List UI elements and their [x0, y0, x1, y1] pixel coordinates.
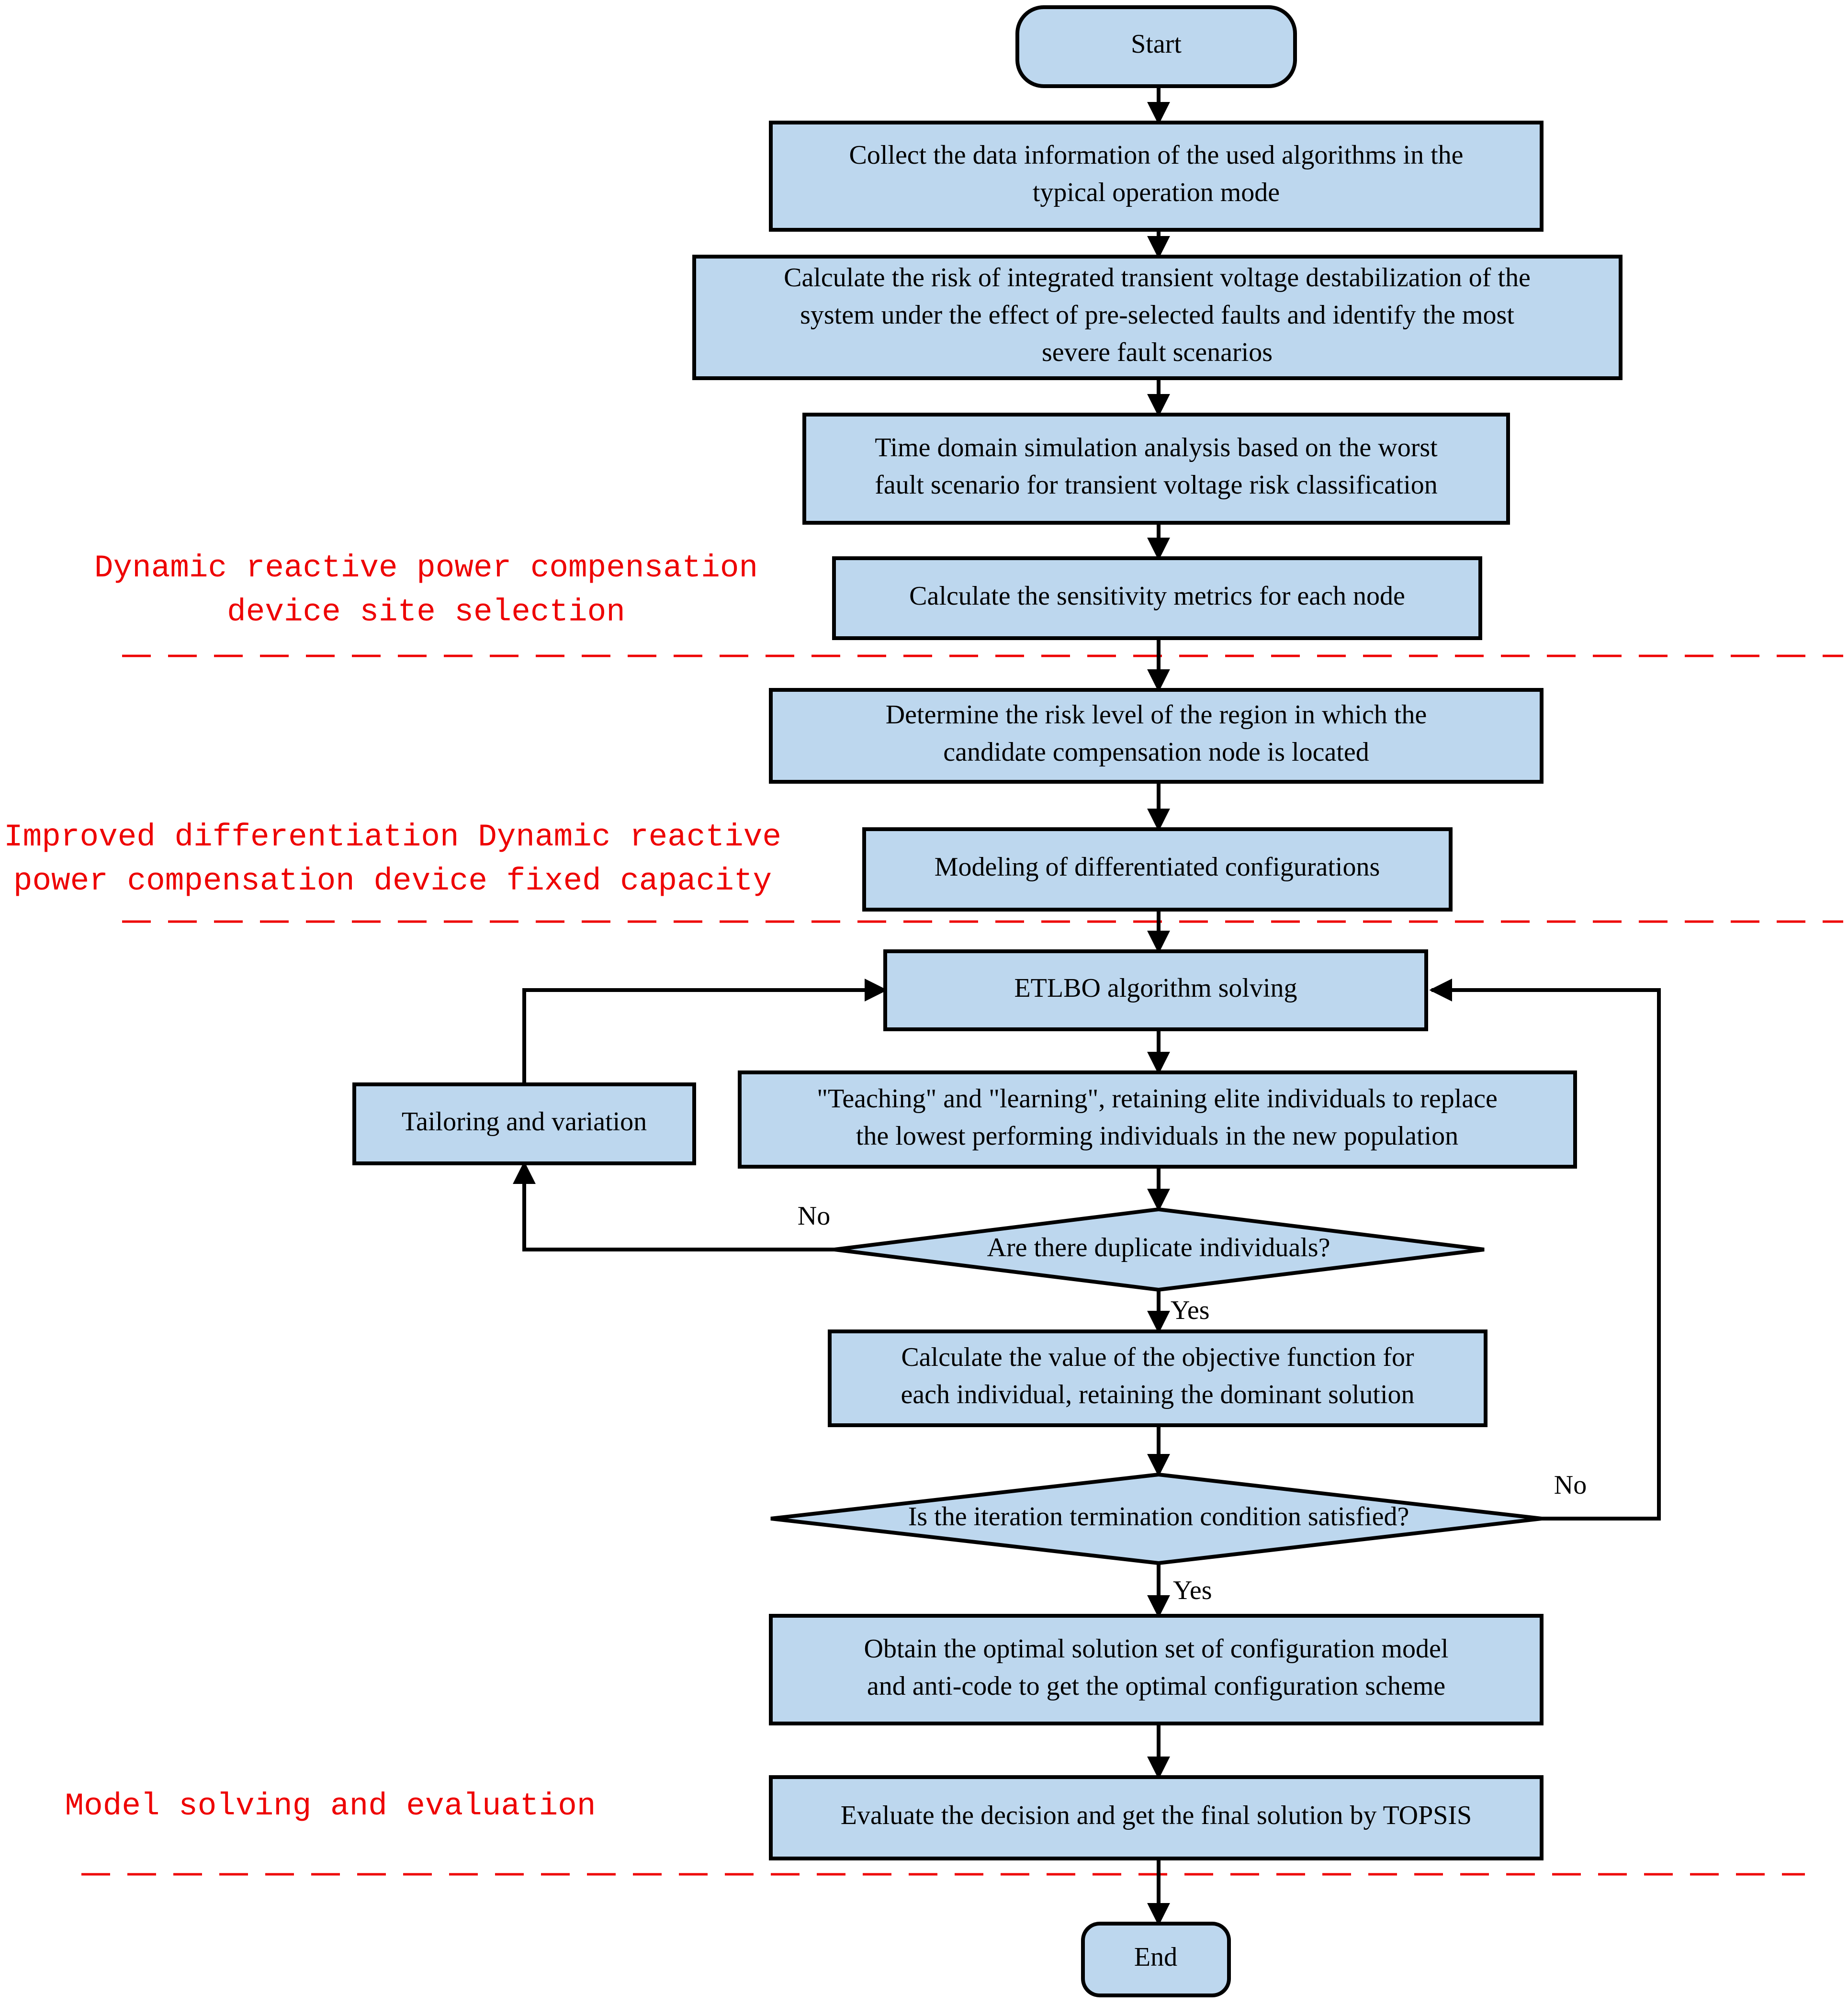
svg-text:Are there duplicate individual: Are there duplicate individuals?: [987, 1233, 1330, 1262]
edge-duplicate-tailoring: [513, 1161, 834, 1251]
node-calculate-risk[interactable]: Calculate the risk of integrated transie…: [692, 255, 1623, 380]
text-line: device site selection: [227, 594, 625, 630]
svg-text:Modeling of differentiated con: Modeling of differentiated configuration…: [935, 852, 1380, 882]
node-topsis-evaluation[interactable]: Evaluate the decision and get the final …: [769, 1775, 1544, 1860]
phase-site-selection: Dynamic reactive power compensation devic…: [94, 550, 758, 630]
text-line: "Teaching" and "learning", retaining eli…: [817, 1084, 1498, 1114]
text-line: each individual, retaining the dominant …: [901, 1380, 1414, 1409]
text-line: power compensation device fixed capacity: [13, 863, 772, 899]
text-line: Determine the risk level of the region i…: [886, 700, 1427, 730]
text-line: Improved differentiation Dynamic reactiv…: [4, 819, 781, 855]
svg-text:ETLBO algorithm solving: ETLBO algorithm solving: [1014, 973, 1297, 1003]
text-line: End: [1134, 1942, 1177, 1972]
svg-text:Calculate the risk of integrat: Calculate the risk of integrated transie…: [784, 263, 1531, 367]
edge-iteration-etlbo: [1429, 979, 1661, 1521]
text-line: Calculate the risk of integrated transie…: [784, 263, 1531, 293]
node-collect-data[interactable]: Collect the data information of the used…: [769, 121, 1544, 232]
label-duplicate-yes: Yes: [1171, 1295, 1209, 1325]
text-line: Model solving and evaluation: [65, 1788, 596, 1824]
svg-text:Calculate the sensitivity metr: Calculate the sensitivity metrics for ea…: [909, 581, 1405, 611]
text-line: and anti-code to get the optimal configu…: [867, 1671, 1445, 1701]
node-iteration-decision[interactable]: Is the iteration termination condition s…: [770, 1472, 1542, 1566]
edge-tailoring-etlbo: [522, 979, 888, 1084]
text-line: Is the iteration termination condition s…: [908, 1502, 1409, 1532]
node-teaching-learning[interactable]: "Teaching" and "learning", retaining eli…: [738, 1070, 1577, 1169]
phase-fixed-capacity: Improved differentiation Dynamic reactiv…: [4, 819, 781, 899]
phase-labels: Dynamic reactive power compensation devic…: [4, 550, 781, 1824]
label-iteration-yes: Yes: [1173, 1576, 1212, 1605]
text-line: candidate compensation node is located: [943, 737, 1369, 767]
svg-text:Start: Start: [1131, 29, 1182, 59]
node-sensitivity-metrics[interactable]: Calculate the sensitivity metrics for ea…: [832, 556, 1482, 640]
phase-model-solving: Model solving and evaluation: [65, 1788, 596, 1824]
edge-labels: No Yes No Yes: [798, 1201, 1587, 1605]
label-duplicate-no: No: [798, 1201, 830, 1231]
svg-text:"Teaching" and "learning", ret: "Teaching" and "learning", retaining eli…: [817, 1084, 1498, 1151]
label-iteration-no: No: [1554, 1470, 1587, 1500]
text-line: Collect the data information of the used…: [849, 140, 1463, 170]
separators: [81, 654, 1843, 1876]
text-line: Modeling of differentiated configuration…: [935, 852, 1380, 882]
text-line: Dynamic reactive power compensation: [94, 550, 758, 586]
text-line: Tailoring and variation: [402, 1107, 647, 1137]
node-risk-level[interactable]: Determine the risk level of the region i…: [769, 688, 1544, 784]
node-modeling-configurations[interactable]: Modeling of differentiated configuration…: [862, 827, 1453, 912]
node-etlbo-solving[interactable]: ETLBO algorithm solving: [883, 949, 1428, 1031]
svg-text:Obtain the optimal solution se: Obtain the optimal solution set of confi…: [864, 1634, 1449, 1701]
svg-text:Is the iteration termination c: Is the iteration termination condition s…: [908, 1502, 1409, 1532]
text-line: Are there duplicate individuals?: [987, 1233, 1330, 1262]
node-duplicate-decision[interactable]: Are there duplicate individuals?: [834, 1207, 1485, 1292]
nodes: Start Collect the data information of th…: [352, 5, 1623, 1997]
svg-text:Collect the data information o: Collect the data information of the used…: [849, 140, 1463, 207]
svg-text:End: End: [1134, 1942, 1177, 1972]
node-tailoring-variation[interactable]: Tailoring and variation: [352, 1082, 696, 1165]
svg-text:Tailoring and variation: Tailoring and variation: [402, 1107, 647, 1137]
node-time-domain-simulation[interactable]: Time domain simulation analysis based on…: [802, 413, 1510, 525]
node-objective-function[interactable]: Calculate the value of the objective fun…: [828, 1329, 1487, 1427]
text-line: Time domain simulation analysis based on…: [875, 433, 1438, 462]
text-line: severe fault scenarios: [1042, 338, 1273, 367]
text-line: Start: [1131, 29, 1182, 59]
edges: [513, 86, 1661, 1926]
node-start[interactable]: Start: [1015, 5, 1297, 88]
node-end[interactable]: End: [1081, 1922, 1231, 1997]
text-line: typical operation mode: [1033, 178, 1280, 207]
text-line: Calculate the value of the objective fun…: [901, 1342, 1414, 1372]
svg-text:Calculate the value of the obj: Calculate the value of the objective fun…: [901, 1342, 1414, 1409]
svg-text:Determine the risk level of th: Determine the risk level of the region i…: [886, 700, 1427, 767]
svg-text:Time domain simulation analysi: Time domain simulation analysis based on…: [875, 433, 1438, 500]
text-line: Obtain the optimal solution set of confi…: [864, 1634, 1449, 1664]
text-line: ETLBO algorithm solving: [1014, 973, 1297, 1003]
text-line: Calculate the sensitivity metrics for ea…: [909, 581, 1405, 611]
text-line: system under the effect of pre-selected …: [800, 300, 1514, 330]
svg-text:Evaluate the decision and get: Evaluate the decision and get the final …: [841, 1801, 1472, 1830]
text-line: the lowest performing individuals in the…: [856, 1121, 1458, 1151]
text-line: Evaluate the decision and get the final …: [841, 1801, 1472, 1830]
node-optimal-solution[interactable]: Obtain the optimal solution set of confi…: [769, 1614, 1544, 1725]
text-line: fault scenario for transient voltage ris…: [875, 470, 1438, 500]
